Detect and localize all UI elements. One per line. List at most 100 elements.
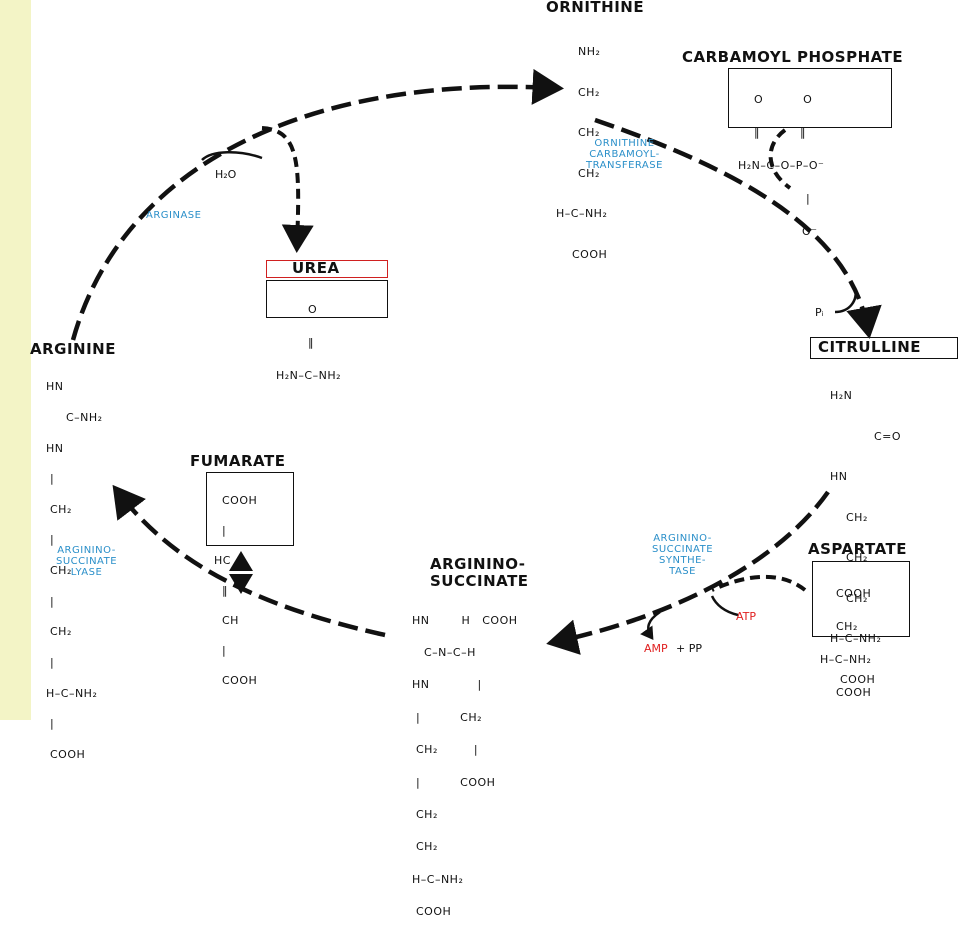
carbamoyl-phosphate-title: CARBAMOYL PHOSPHATE	[682, 48, 904, 66]
formula-line: H₂N–C–NH₂	[276, 369, 341, 382]
formula-line: C=O	[850, 429, 902, 443]
formula-line: COOH	[412, 905, 452, 919]
pi-label: Pᵢ	[815, 306, 824, 319]
argininosuccinate-formula: HN H COOH C–N–C–H HN | | CH₂ CH₂ | | COO…	[412, 594, 518, 940]
argininosuccinate-title: ARGININO- SUCCINATE	[430, 555, 529, 590]
arc-argininosuccinate-to-arginine	[112, 484, 386, 638]
arc-citrulline-to-argininosuccinate	[546, 490, 830, 655]
formula-line: CH₂	[412, 840, 438, 854]
arginine-formula: HN C–NH₂ HN | CH₂ | CH₂ | CH₂ | H–C–NH₂ …	[46, 362, 103, 780]
formula-line: H–C–NH₂	[830, 632, 882, 645]
enzyme-ornithine-carbamoyltransferase: ORNITHINE CARBAMOYL- TRANSFERASE	[586, 138, 663, 171]
formula-line: COOH	[214, 674, 258, 687]
formula-line: |	[738, 192, 811, 205]
enzyme-arginase: ARGINASE	[146, 210, 202, 221]
fumarate-title: FUMARATE	[190, 452, 286, 470]
formula-line: | COOH	[412, 775, 496, 789]
carbamoyl-phosphate-box	[728, 68, 892, 128]
formula-line: NH₂	[578, 45, 601, 58]
formula-line: C–NH₂	[46, 411, 103, 425]
formula-line: CH₂	[46, 502, 72, 516]
formula-line: CH₂	[578, 126, 600, 139]
urea-title-box	[266, 260, 388, 278]
formula-line: CH₂	[838, 591, 868, 605]
urea-formula-box	[266, 280, 388, 318]
atp-hook	[710, 595, 739, 617]
formula-line: O O	[738, 93, 813, 106]
aspartate-box	[812, 561, 910, 637]
formula-line: CH₂	[46, 625, 72, 639]
arginine-title: ARGININE	[30, 340, 116, 358]
formula-line: COOH	[820, 686, 872, 699]
citrulline-title: CITRULLINE	[818, 338, 922, 356]
formula-line: |	[46, 594, 55, 608]
aspartate-formula: COOH CH₂ H–C–NH₂ COOH	[820, 566, 871, 720]
formula-line: ‖	[276, 336, 314, 349]
branch-to-urea	[261, 126, 314, 253]
formula-line: |	[46, 655, 55, 669]
formula-line: H₂N	[830, 389, 853, 402]
formula-line: COOH	[832, 672, 876, 686]
formula-line: HN |	[412, 678, 482, 692]
aspartate-entry	[711, 574, 807, 592]
ornithine-formula: NH₂ CH₂ CH₂ CH₂ H–C–NH₂ COOH	[556, 18, 607, 288]
formula-line: HC	[214, 554, 231, 567]
formula-line: HN H COOH	[412, 613, 518, 627]
formula-line: HN	[46, 380, 64, 394]
aspartate-title: ASPARTATE	[808, 540, 908, 558]
formula-line: |	[46, 717, 55, 731]
formula-line: CH	[214, 614, 239, 627]
water-hook	[201, 150, 263, 161]
formula-line: H₂N–C–O–P–O⁻	[738, 159, 825, 172]
enzyme-argininosuccinate-synthetase: ARGININO- SUCCINATE SYNTHE- TASE	[652, 533, 714, 577]
formula-line: H–C–NH₂	[556, 207, 608, 220]
carbamoyl-phosphate-entry	[768, 128, 792, 190]
formula-line: ‖ ‖	[738, 126, 806, 139]
arc-arginine-to-ornithine	[70, 68, 564, 341]
formula-line: |	[46, 533, 55, 547]
left-margin-strip	[0, 0, 31, 720]
pp-label: + PP	[676, 642, 702, 655]
fumarate-formula: COOH | HC ‖ CH | COOH	[214, 476, 257, 706]
amp-hook	[640, 610, 661, 641]
formula-line: CH₂	[412, 807, 438, 821]
pi-hook	[834, 287, 857, 314]
formula-line: |	[46, 472, 55, 486]
formula-line: |	[214, 524, 227, 537]
formula-line: C–N–C–H	[412, 645, 476, 659]
carbamoyl-phosphate-formula: O O ‖ ‖ H₂N–C–O–P–O⁻ | O⁻	[738, 72, 824, 259]
formula-line: CH₂	[46, 564, 72, 578]
formula-line: CH₂	[820, 620, 858, 633]
urea-formula: O ‖ H₂N–C–NH₂	[276, 282, 341, 403]
formula-line: H–C–NH₂	[412, 872, 464, 886]
urea-title: UREA	[292, 259, 340, 277]
formula-line: ‖	[214, 584, 228, 597]
formula-line: | CH₂	[412, 710, 483, 724]
formula-line: CH₂	[838, 551, 868, 564]
citrulline-formula: H₂N C=O HN CH₂ CH₂ CH₂ H–C–NH₂ COOH	[830, 362, 901, 713]
formula-line: CH₂	[578, 166, 600, 180]
formula-line: HN	[830, 470, 848, 483]
formula-line: O⁻	[738, 225, 818, 238]
enzyme-argininosuccinate-lyase: ARGININO- SUCCINATE LYASE	[56, 545, 118, 578]
formula-line: H–C–NH₂	[46, 686, 98, 700]
formula-line: CH₂	[578, 85, 600, 99]
formula-line: COOH	[820, 587, 872, 600]
urea-cycle-diagram: ORNITHINE NH₂ CH₂ CH₂ CH₂ H–C–NH₂ COOH C…	[0, 0, 958, 917]
amp-label: AMP	[644, 642, 668, 655]
formula-line: H–C–NH₂	[820, 653, 872, 666]
formula-line: CH₂ |	[412, 743, 479, 757]
formula-line: |	[214, 644, 227, 657]
formula-line: HN	[46, 441, 64, 455]
water-label: H₂O	[215, 168, 237, 181]
citrulline-title-box	[810, 337, 958, 359]
formula-line: O	[276, 303, 318, 316]
cycle-arrows	[70, 68, 882, 655]
formula-line: COOH	[214, 494, 258, 507]
formula-line: COOH	[572, 247, 608, 261]
fumarate-box	[206, 472, 294, 546]
atp-label: ATP	[736, 610, 757, 623]
formula-line: COOH	[46, 747, 86, 761]
formula-line: CH₂	[838, 510, 868, 524]
ornithine-title: ORNITHINE	[546, 0, 645, 16]
